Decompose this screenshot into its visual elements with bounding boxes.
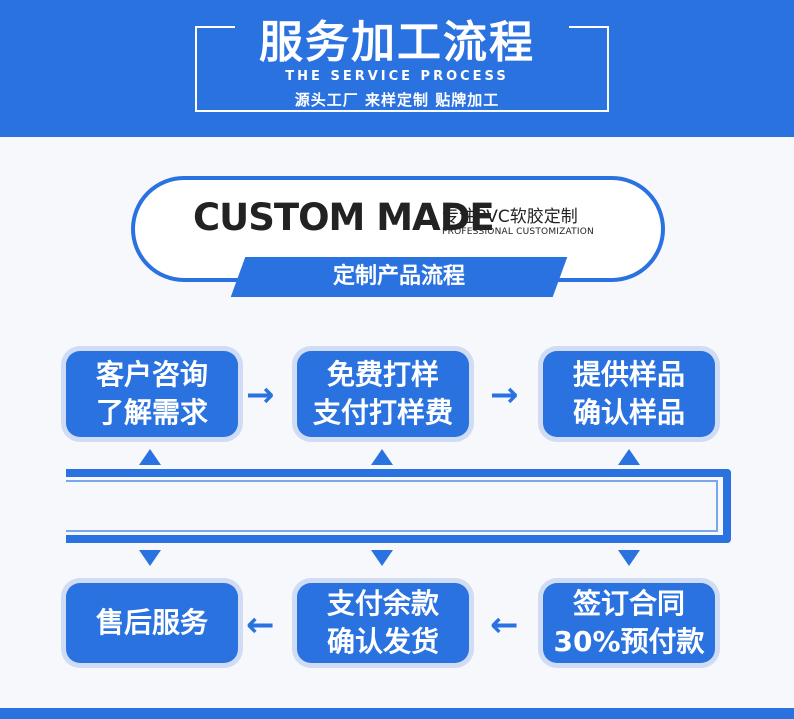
header-frame <box>195 26 609 112</box>
triangle-down-icon <box>371 550 393 566</box>
step-consult: 客户咨询 了解需求 <box>66 351 238 437</box>
step-line: 了解需求 <box>95 396 208 429</box>
step-sample: 免费打样 支付打样费 <box>297 351 469 437</box>
step-line: 客户咨询 <box>95 358 208 391</box>
step-line: 确认发货 <box>326 625 439 658</box>
step-line: 支付打样费 <box>312 396 453 429</box>
triangle-down-icon <box>618 550 640 566</box>
tagline-cn: 专注PVC软胶定制 <box>442 207 578 227</box>
step-confirm-sample: 提供样品 确认样品 <box>543 351 715 437</box>
step-balance-ship: 支付余款 确认发货 <box>297 583 469 663</box>
arrow-right-icon: → <box>490 375 519 415</box>
header-subtitle-cn: 源头工厂 来样定制 贴牌加工 <box>294 91 500 109</box>
step-line: 售后服务 <box>95 606 208 639</box>
step-contract: 签订合同 30%预付款 <box>543 583 715 663</box>
triangle-up-icon <box>618 449 640 465</box>
flow-connector-inner <box>66 480 718 532</box>
step-line: 签订合同 <box>572 587 685 620</box>
step-line: 提供样品 <box>572 358 685 391</box>
triangle-up-icon <box>139 449 161 465</box>
arrow-left-icon: ← <box>246 605 275 645</box>
step-line: 30%预付款 <box>553 625 705 658</box>
triangle-down-icon <box>139 550 161 566</box>
triangle-up-icon <box>371 449 393 465</box>
step-line: 确认样品 <box>572 396 685 429</box>
custom-made-logo: CUSTOM MADE <box>193 196 495 239</box>
step-after-sales: 售后服务 <box>66 583 238 663</box>
process-banner-label: 定制产品流程 <box>332 264 465 289</box>
page-title: 服务加工流程 <box>259 17 535 68</box>
footer-bar <box>0 708 794 719</box>
header-subtitle-en: THE SERVICE PROCESS <box>285 69 509 84</box>
header-banner: 服务加工流程 THE SERVICE PROCESS 源头工厂 来样定制 贴牌加… <box>0 0 794 137</box>
arrow-left-icon: ← <box>490 605 519 645</box>
step-line: 支付余款 <box>326 587 439 620</box>
flow-connector <box>66 469 731 543</box>
arrow-right-icon: → <box>246 375 275 415</box>
step-line: 免费打样 <box>326 358 439 391</box>
tagline-en: PROFESSIONAL CUSTOMIZATION <box>442 227 594 237</box>
